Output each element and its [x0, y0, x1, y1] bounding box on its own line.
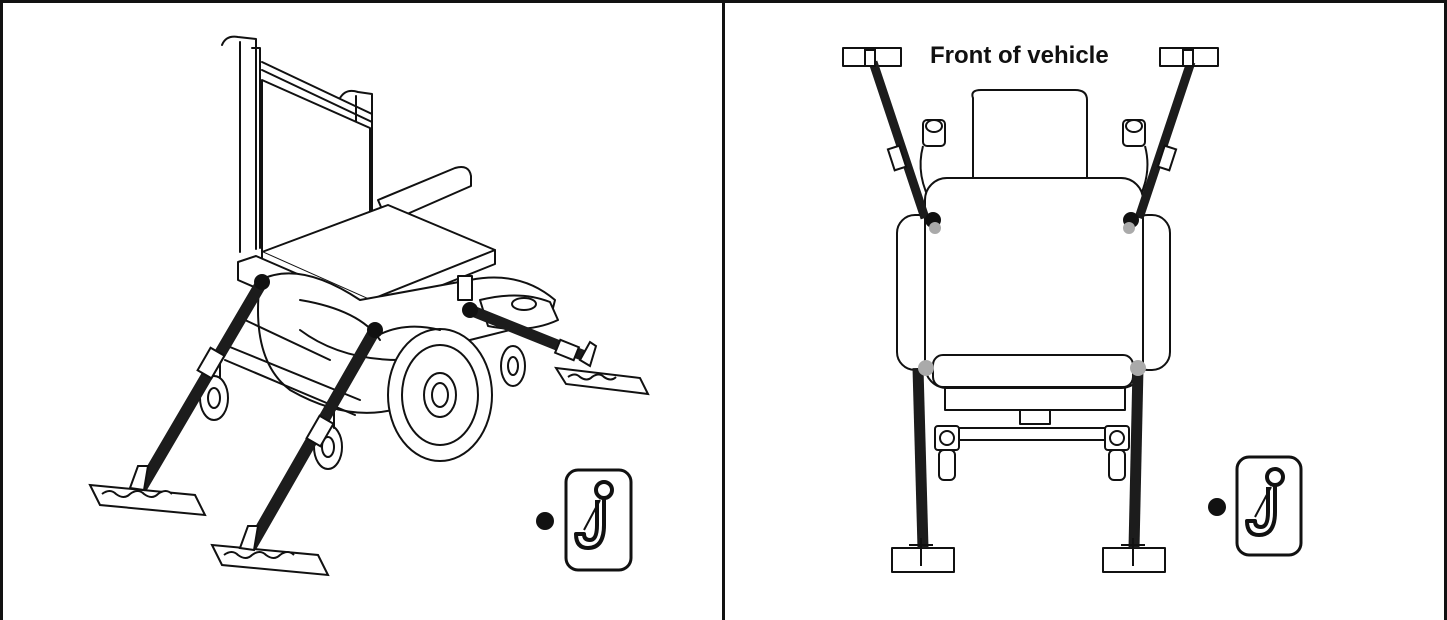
top-straps	[868, 60, 1196, 549]
isometric-wheelchair-diagram	[88, 35, 650, 577]
strap-rear-left	[134, 276, 268, 496]
securement-markers	[254, 274, 478, 338]
rear-anchor-point-dot	[1130, 360, 1146, 376]
legend-dot	[1208, 498, 1226, 516]
strap-rear-left	[912, 367, 929, 549]
top-view-wheelchair-diagram	[842, 47, 1303, 573]
top-handles	[919, 119, 1149, 207]
rear-anchor-point-dot	[1123, 222, 1135, 234]
strap-rear-right	[1128, 367, 1144, 549]
rear-anchor-point-dot	[929, 222, 941, 234]
floor-anchor-front-right	[554, 340, 650, 396]
top-caster-right	[1104, 425, 1130, 481]
top-securement-markers	[918, 212, 1146, 376]
strap-front-right	[1134, 60, 1196, 220]
floor-anchor-rear-right	[210, 525, 330, 577]
legend-right	[1208, 455, 1303, 557]
floor-anchor-rear-left	[88, 465, 207, 517]
top-caster-left	[934, 425, 960, 481]
legend-left	[536, 468, 633, 572]
front-of-vehicle-label: Front of vehicle	[930, 42, 1109, 69]
anchor-point-dot	[254, 274, 270, 290]
floor-anchors	[88, 340, 650, 577]
floor-anchor-rear-left	[891, 547, 955, 573]
tie-down-hook-icon	[564, 468, 633, 572]
top-floor-hooks	[864, 49, 1194, 566]
legend-dot	[536, 512, 554, 530]
top-backrest	[971, 89, 1088, 181]
strap-buckles	[196, 338, 581, 448]
drive-wheel	[369, 325, 493, 462]
tie-down-hook-icon	[1235, 455, 1303, 557]
anchor-point-dot	[462, 302, 478, 318]
top-base	[944, 388, 1126, 411]
anchor-point-dot	[367, 322, 383, 338]
panel-divider	[722, 0, 725, 620]
rear-anchor-point-dot	[918, 360, 934, 376]
strap-front-left	[868, 60, 930, 220]
caster-front-right	[500, 345, 526, 387]
top-strap-buckles	[886, 144, 1178, 172]
